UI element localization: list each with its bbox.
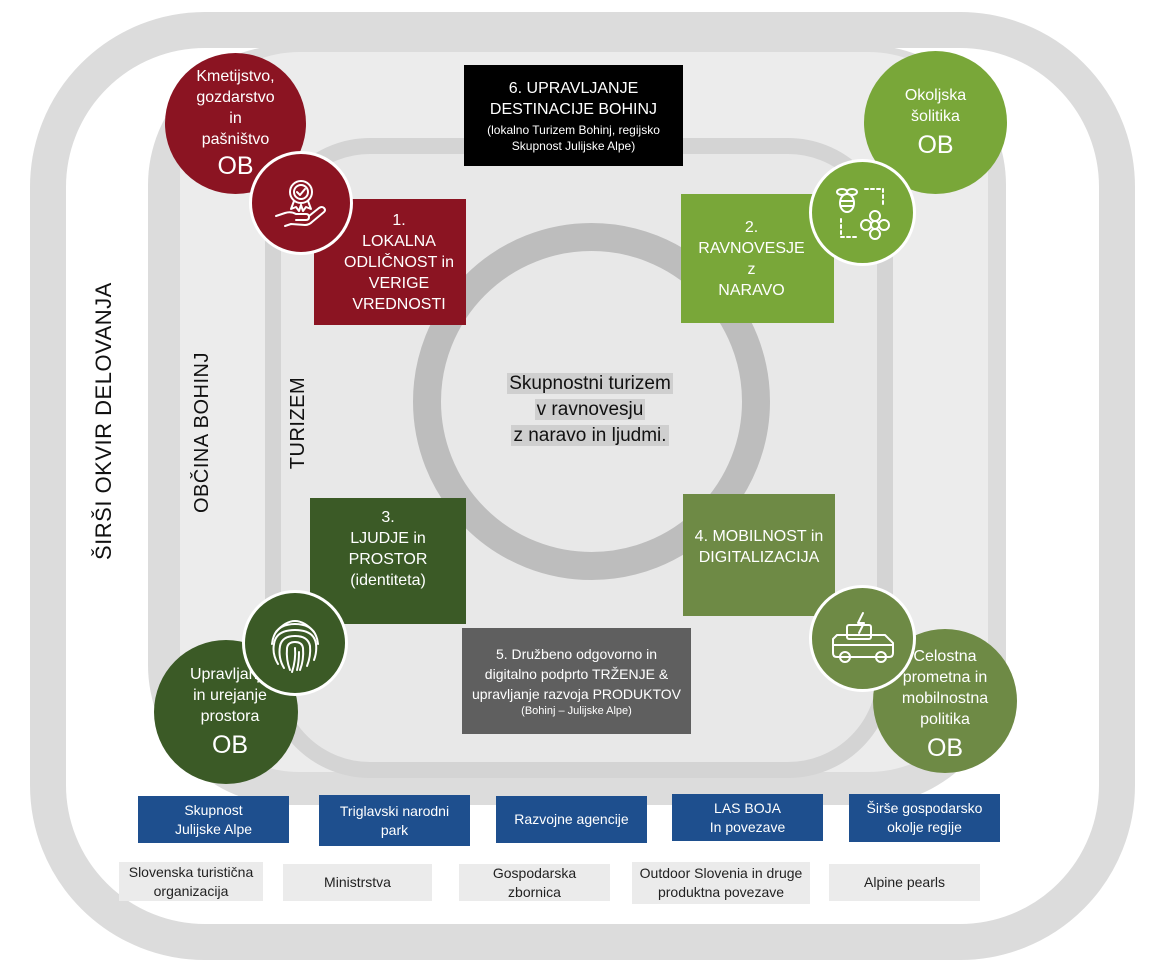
pillar-5-line-3: upravljanje razvoja PRODUKTOV: [471, 686, 682, 702]
partner-secondary-3-line-1: Gospodarska: [492, 864, 577, 881]
pillar-4-line-1: 4. MOBILNOST in: [694, 528, 824, 545]
partner-primary-1: Skupnost Julijske Alpe: [138, 796, 289, 843]
pillar-2-line-1: RAVNOVESJE: [698, 239, 805, 257]
pillar-5-sub: (Bohinj – Julijske Alpe): [521, 705, 632, 717]
pillar-2-line-3: NARAVO: [718, 281, 785, 299]
center-line-1: Skupnostni turizem: [507, 373, 673, 394]
pillar-3-line-2: PROSTOR: [348, 551, 428, 568]
partner-secondary-4-line-2: produktna povezave: [657, 884, 785, 900]
pillar-6-line-2: DESTINACIJE BOHINJ: [489, 100, 658, 118]
policy-mobility-line-3: mobilnostna: [901, 690, 989, 707]
partner-primary-1-line-2: Julijske Alpe: [174, 820, 253, 837]
partner-primary-2: Triglavski narodni park: [319, 795, 470, 846]
partner-secondary-4: Outdoor Slovenia in druge produktna pove…: [632, 862, 810, 904]
pillar-5-box: 5. Družbeno odgovorno in digitalno podpr…: [462, 628, 691, 734]
policy-agriculture-line-1: Kmetijstvo,: [196, 67, 275, 85]
municipality-label: OBČINA BOHINJ: [191, 352, 213, 513]
pillar-4-box: 4. MOBILNOST in DIGITALIZACIJA: [683, 494, 835, 616]
pillar-6-line-1: 6. UPRAVLJANJE: [508, 79, 639, 97]
pillar-3-box: 3. LJUDJE in PROSTOR (identiteta): [310, 498, 466, 624]
policy-environment-line-1: Okoljska: [904, 86, 967, 104]
policy-circle-environment: Okoljska šolitika OB: [864, 51, 1007, 194]
bee-flower-icon: [809, 159, 916, 266]
partner-primary-4: LAS BOJA In povezave: [672, 794, 823, 841]
pillar-6-sub-2: Skupnost Julijske Alpe): [511, 138, 636, 153]
center-line-3: z naravo in ljudmi.: [511, 425, 669, 446]
partner-primary-2-line-2: park: [380, 821, 409, 838]
policy-agriculture-line-4: pašništvo: [201, 130, 270, 148]
hand-award-icon: [249, 151, 353, 255]
pillar-5-line-1: 5. Družbeno odgovorno in: [495, 646, 658, 662]
partner-secondary-4-line-1: Outdoor Slovenia in druge: [639, 865, 803, 881]
pillar-1-line-1: LOKALNA: [362, 232, 436, 250]
pillar-5-line-2: digitalno podprto TRŽENJE &: [484, 666, 669, 682]
policy-spatial-line-3: prostora: [200, 707, 260, 725]
policy-mobility-tag: OB: [926, 734, 964, 762]
policy-mobility-line-1: Celostna: [913, 648, 977, 665]
policy-mobility-line-2: prometna in: [902, 669, 988, 686]
pillar-1-number: 1.: [392, 211, 406, 229]
partner-secondary-2-line-1: Ministrstva: [324, 874, 391, 890]
partner-primary-1-line-1: Skupnost: [184, 801, 243, 818]
policy-environment-line-2: šolitika: [911, 107, 960, 125]
pillar-2-line-2: z: [747, 260, 756, 278]
partner-primary-4-line-2: In povezave: [709, 818, 786, 835]
partner-secondary-5: Alpine pearls: [829, 864, 980, 901]
pillar-6-box: 6. UPRAVLJANJE DESTINACIJE BOHINJ (lokal…: [464, 65, 683, 166]
partner-primary-5: Širše gospodarsko okolje regije: [849, 794, 1000, 842]
partner-primary-5-line-2: okolje regije: [887, 819, 962, 835]
policy-agriculture-line-2: gozdarstvo: [196, 88, 275, 106]
partner-secondary-1-line-2: organizacija: [153, 882, 229, 899]
pillar-3-number: 3.: [381, 509, 395, 526]
policy-spatial-line-2: in urejanje: [193, 686, 267, 704]
pillar-3-line-1: LJUDJE in: [350, 530, 426, 547]
partner-primary-5-line-1: Širše gospodarsko: [866, 800, 983, 816]
pillar-1-line-2: ODLIČNOST in: [344, 253, 454, 271]
partner-secondary-5-line-1: Alpine pearls: [864, 874, 945, 890]
partner-secondary-3-line-2: zbornica: [508, 883, 561, 900]
partner-secondary-1: Slovenska turistična organizacija: [119, 862, 263, 901]
pillar-6-sub-1: (lokalno Turizem Bohinj, regijsko: [487, 122, 660, 137]
partner-secondary-2: Ministrstva: [283, 864, 432, 901]
pillar-3-line-3: (identiteta): [350, 572, 426, 589]
partner-primary-2-line-1: Triglavski narodni: [339, 802, 450, 819]
pillar-1-line-4: VREDNOSTI: [352, 295, 446, 313]
pillar-4-line-2: DIGITALIZACIJA: [698, 549, 820, 566]
partner-secondary-3: Gospodarska zbornica: [459, 864, 610, 901]
outer-frame-label: ŠIRŠI OKVIR DELOVANJA: [91, 282, 116, 560]
policy-mobility-line-4: politika: [920, 711, 970, 728]
partner-primary-3-line-1: Razvojne agencije: [514, 811, 629, 827]
partner-primary-4-line-1: LAS BOJA: [714, 799, 781, 816]
pillar-2-box: 2. RAVNOVESJE z NARAVO: [681, 194, 834, 323]
center-line-2: v ravnovesju: [534, 399, 646, 420]
policy-environment-tag: OB: [917, 130, 954, 159]
policy-spatial-tag: OB: [211, 730, 249, 759]
tourism-label: TURIZEM: [287, 376, 309, 470]
pillar-2-number: 2.: [744, 218, 759, 236]
policy-agriculture-tag: OB: [217, 151, 254, 180]
electric-bus-icon: [809, 585, 916, 692]
pillar-1-line-3: VERIGE: [368, 274, 430, 292]
partner-secondary-1-line-1: Slovenska turistična: [128, 863, 254, 880]
fingerprint-icon: [242, 590, 348, 696]
policy-agriculture-line-3: in: [229, 109, 242, 127]
center-statement: Skupnostni turizem v ravnovesju z naravo…: [500, 371, 680, 449]
partner-primary-3: Razvojne agencije: [496, 796, 647, 843]
